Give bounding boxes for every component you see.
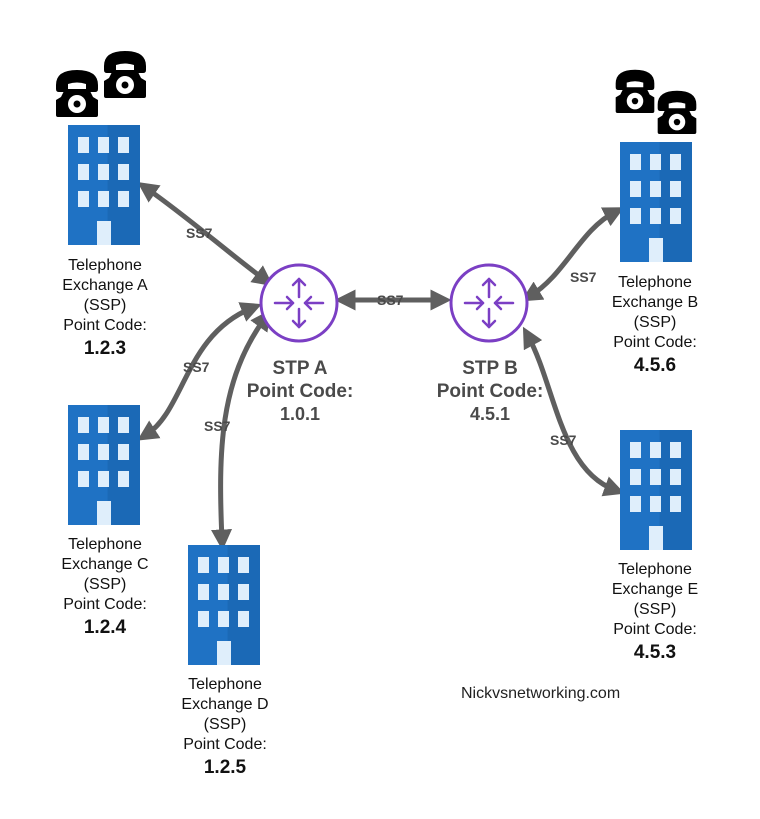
link-stp-a-exchange-d (211, 309, 272, 551)
link-label-a-stpa: SS7 (186, 225, 213, 241)
stp-b-name: STP B (462, 358, 518, 379)
exchange-e-point-code: 4.5.3 (633, 642, 677, 663)
exchange-c-line-2: Exchange C (61, 556, 149, 573)
exchange-a-line-2: Exchange A (62, 277, 148, 294)
exchange-b-line-2: Exchange B (611, 294, 699, 311)
link-label-c-stpa: SS7 (183, 359, 210, 375)
exchange-a-label: Telephone Exchange A (SSP) Point Code: 1… (45, 256, 165, 362)
exchange-a-line-1: Telephone (68, 257, 142, 274)
exchange-d-point-code: 1.2.5 (203, 757, 247, 778)
link-exchange-a-stp-a (137, 182, 274, 287)
exchange-b-line-3: (SSP) (633, 314, 677, 331)
exchange-a-office-building-icon (68, 125, 140, 245)
link-label-stpa-stpb: SS7 (377, 292, 404, 308)
link-stp-b-exchange-b (521, 207, 625, 302)
exchange-b-telephone-icon-1 (615, 69, 655, 113)
exchange-e-label: Telephone Exchange E (SSP) Point Code: 4… (595, 560, 715, 666)
stp-a-label: STP A Point Code: 1.0.1 (225, 357, 375, 426)
stp-a-router-icon (259, 263, 339, 343)
exchange-b-point-code: 4.5.6 (633, 355, 677, 376)
stp-b-router-icon (449, 263, 529, 343)
exchange-c-label: Telephone Exchange C (SSP) Point Code: 1… (45, 535, 165, 641)
exchange-b-telephone-icon-2 (657, 90, 697, 134)
exchange-a-telephone-icon-1 (56, 70, 98, 117)
stp-a-point-code: 1.0.1 (279, 404, 321, 424)
link-stp-b-exchange-e (522, 326, 625, 497)
site-credit: Nickvsnetworking.com (461, 685, 621, 702)
exchange-c-office-building-icon (68, 405, 140, 525)
link-label-stpb-e: SS7 (550, 432, 577, 448)
link-label-stpb-b: SS7 (570, 269, 597, 285)
stp-a-name: STP A (272, 358, 328, 379)
exchange-a-line-3: (SSP) (83, 297, 127, 314)
exchange-c-point-code: 1.2.4 (83, 617, 127, 638)
exchange-d-line-4: Point Code: (183, 736, 267, 753)
exchange-d-line-3: (SSP) (203, 716, 247, 733)
exchange-a-line-4: Point Code: (63, 317, 147, 334)
exchange-d-line-2: Exchange D (181, 696, 269, 713)
stp-b-point-code-label: Point Code: (436, 381, 544, 402)
exchange-b-office-building-icon (620, 142, 692, 262)
exchange-d-office-building-icon (188, 545, 260, 665)
exchange-e-line-2: Exchange E (611, 581, 699, 598)
exchange-b-line-1: Telephone (618, 274, 692, 291)
stp-b-label: STP B Point Code: 4.5.1 (415, 357, 565, 426)
exchange-b-line-4: Point Code: (613, 334, 697, 351)
exchange-e-office-building-icon (620, 430, 692, 550)
link-label-stpa-d: SS7 (204, 418, 231, 434)
exchange-c-line-3: (SSP) (83, 576, 127, 593)
exchange-e-line-1: Telephone (618, 561, 692, 578)
exchange-d-label: Telephone Exchange D (SSP) Point Code: 1… (165, 675, 285, 781)
exchange-b-label: Telephone Exchange B (SSP) Point Code: 4… (595, 273, 715, 379)
exchange-a-telephone-icon-2 (104, 51, 146, 98)
exchange-c-line-1: Telephone (68, 536, 142, 553)
exchange-e-line-4: Point Code: (613, 621, 697, 638)
exchange-c-line-4: Point Code: (63, 596, 147, 613)
stp-b-point-code: 4.5.1 (469, 404, 511, 424)
stp-a-point-code-label: Point Code: (246, 381, 354, 402)
exchange-a-point-code: 1.2.3 (83, 338, 127, 359)
exchange-d-line-1: Telephone (188, 676, 262, 693)
exchange-e-line-3: (SSP) (633, 601, 677, 618)
